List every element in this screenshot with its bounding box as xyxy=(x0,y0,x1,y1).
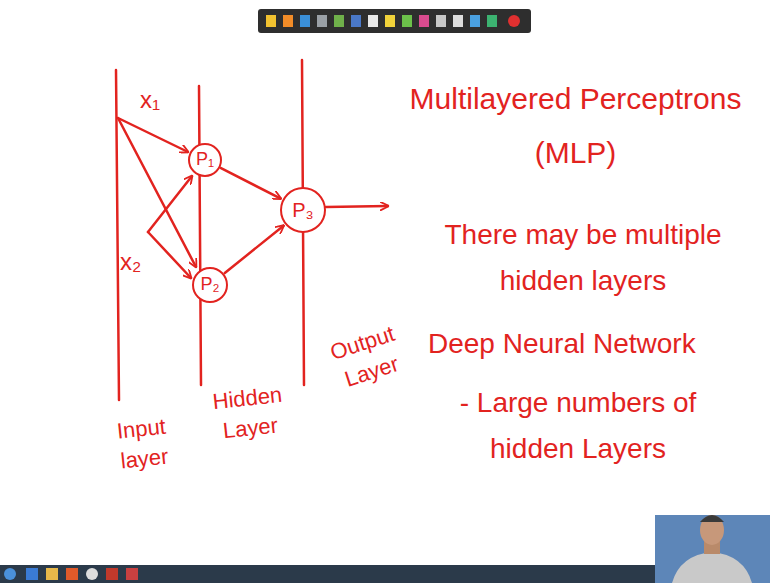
connection-arrow xyxy=(221,168,281,198)
input-symbol-box: x₁ xyxy=(140,86,180,114)
neuron-circle: P₁ xyxy=(188,143,222,177)
note-text-box: There may be multiple hidden layers xyxy=(428,212,738,304)
toolbar xyxy=(258,9,531,33)
note-text: There may be multiple hidden layers xyxy=(428,212,738,304)
neuron-label: P₁ xyxy=(196,150,214,170)
neuron-circle: P₂ xyxy=(192,267,228,303)
connection-arrow xyxy=(225,226,284,273)
title-block: Multilayered Perceptrons (MLP) xyxy=(398,72,753,180)
neuron-label: P₂ xyxy=(201,275,220,295)
note-text: - Large numbers of hidden Layers xyxy=(428,380,728,472)
layer-label: Output Layer xyxy=(318,316,416,399)
note-text-box: Deep Neural Network xyxy=(428,326,748,362)
title-text: Multilayered Perceptrons (MLP) xyxy=(398,72,753,180)
layer-label-box: Input layer xyxy=(104,410,182,477)
layer-lines xyxy=(116,60,304,400)
input-symbol-box: x₂ xyxy=(120,248,160,276)
webcam-inset xyxy=(655,515,770,583)
input-connections xyxy=(118,118,388,278)
input-symbol: x₂ xyxy=(120,248,160,276)
layer-label: Input layer xyxy=(104,410,182,477)
layer-label: Hidden Layer xyxy=(204,379,294,447)
note-text: Deep Neural Network xyxy=(428,326,748,362)
layer-label-box: Output Layer xyxy=(318,316,416,399)
neuron-circle: P₃ xyxy=(280,187,326,233)
note-text-box: - Large numbers of hidden Layers xyxy=(428,380,728,472)
input-symbol: x₁ xyxy=(140,86,180,114)
neuron-label: P₃ xyxy=(292,199,313,221)
layer-label-box: Hidden Layer xyxy=(204,379,294,447)
taskbar xyxy=(0,565,770,583)
